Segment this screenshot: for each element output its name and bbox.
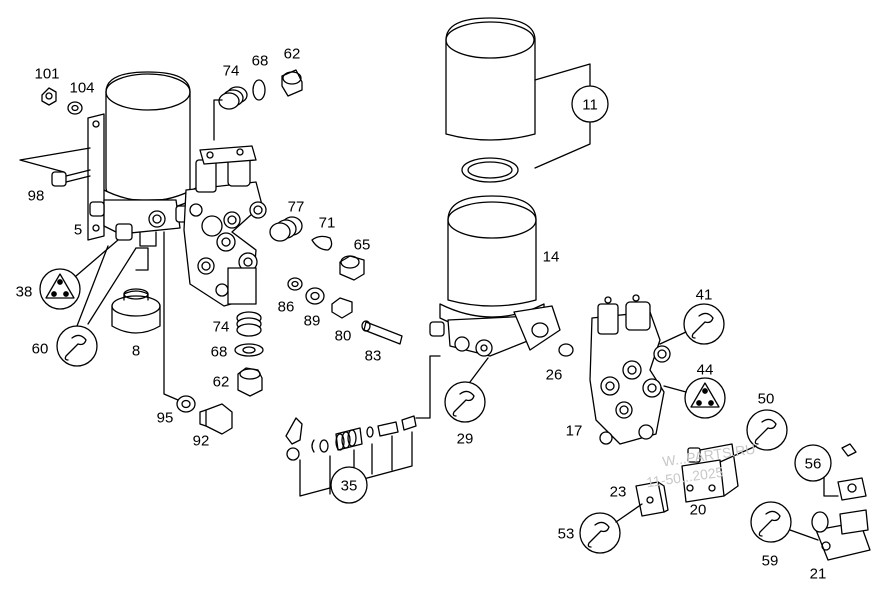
left-valve-block (183, 145, 267, 307)
pin-83 (361, 320, 403, 345)
part-number: 104 (69, 79, 95, 97)
part-number: 41 (695, 286, 713, 304)
solenoid-20 (681, 443, 739, 503)
solenoid-56 (823, 443, 867, 501)
plug-62-top (281, 69, 303, 97)
spring-74-top (218, 86, 248, 110)
part-number: 44 (696, 361, 714, 379)
washer-89 (305, 287, 325, 305)
cap-65 (339, 255, 365, 281)
part-number: 95 (156, 409, 174, 427)
valve-17 (589, 294, 671, 445)
nut-95-bolt-92 (163, 231, 233, 435)
part-number: 62 (283, 45, 301, 63)
part-number: 8 (131, 342, 141, 360)
part-number: 38 (15, 283, 33, 301)
left-dryer-bracket (87, 113, 105, 241)
part-number: 74 (222, 62, 240, 80)
callout-circle-56 (794, 444, 832, 482)
part-number: 92 (192, 432, 210, 450)
ring-68-top (252, 79, 266, 101)
leader-line (213, 99, 223, 141)
left-dryer-base (89, 199, 189, 247)
part-number: 17 (565, 422, 583, 440)
part-number: 98 (27, 187, 45, 205)
clip-71 (311, 235, 333, 251)
part-number: 65 (353, 236, 371, 254)
part-number: 80 (334, 327, 352, 345)
cartridge-8 (111, 247, 161, 334)
block-21 (811, 509, 871, 561)
washer-104 (67, 101, 83, 115)
part-number: 68 (251, 52, 269, 70)
part-number: 23 (609, 483, 627, 501)
part-number: 74 (212, 318, 230, 336)
ring-68-bottom (234, 343, 264, 357)
wrench-icon (659, 303, 725, 345)
wrench-icon (750, 501, 819, 543)
callout-number: 56 (804, 455, 822, 473)
part-number: 83 (364, 347, 382, 365)
part-number: 77 (287, 198, 305, 216)
part-number: 71 (318, 214, 336, 232)
part-number: 89 (303, 312, 321, 330)
callout-circle-11 (571, 85, 609, 123)
plug-62-bottom (237, 367, 263, 397)
part-number: 26 (545, 366, 563, 384)
wrench-icon (444, 357, 489, 423)
part-number: 14 (542, 248, 560, 266)
callout-circle-35 (330, 466, 368, 504)
solenoid-23 (635, 481, 669, 517)
dryer-14 (429, 195, 561, 357)
part-number: 21 (809, 565, 827, 583)
ring-86 (287, 277, 303, 291)
valve-kit-35 (285, 355, 441, 497)
part-number: 53 (557, 525, 575, 543)
ring-26 (558, 343, 574, 357)
part-number: 5 (73, 221, 83, 239)
bolt-98 (19, 147, 91, 187)
left-dryer-canister (99, 71, 197, 212)
cartridge-11 (445, 17, 591, 183)
nut-101 (41, 87, 57, 106)
part-number: 20 (689, 501, 707, 519)
callout-number: 11 (582, 96, 598, 114)
part-number: 29 (456, 430, 474, 448)
part-number: 59 (761, 552, 779, 570)
part-number: 62 (212, 373, 230, 391)
part-number: 50 (757, 390, 775, 408)
callout-number: 35 (340, 477, 358, 495)
triangle-bolt-icon (39, 239, 119, 310)
spring-74-bottom (236, 311, 262, 337)
part-number: 86 (277, 298, 295, 316)
part-number: 68 (210, 343, 228, 361)
triangle-bolt-icon (663, 377, 726, 419)
wrench-icon (719, 409, 788, 463)
plug-80 (331, 297, 353, 319)
part-number: 60 (31, 340, 49, 358)
wrench-icon (579, 503, 643, 554)
wrench-icon (56, 245, 137, 367)
part-number: 101 (34, 65, 60, 83)
spring-77 (269, 216, 303, 242)
